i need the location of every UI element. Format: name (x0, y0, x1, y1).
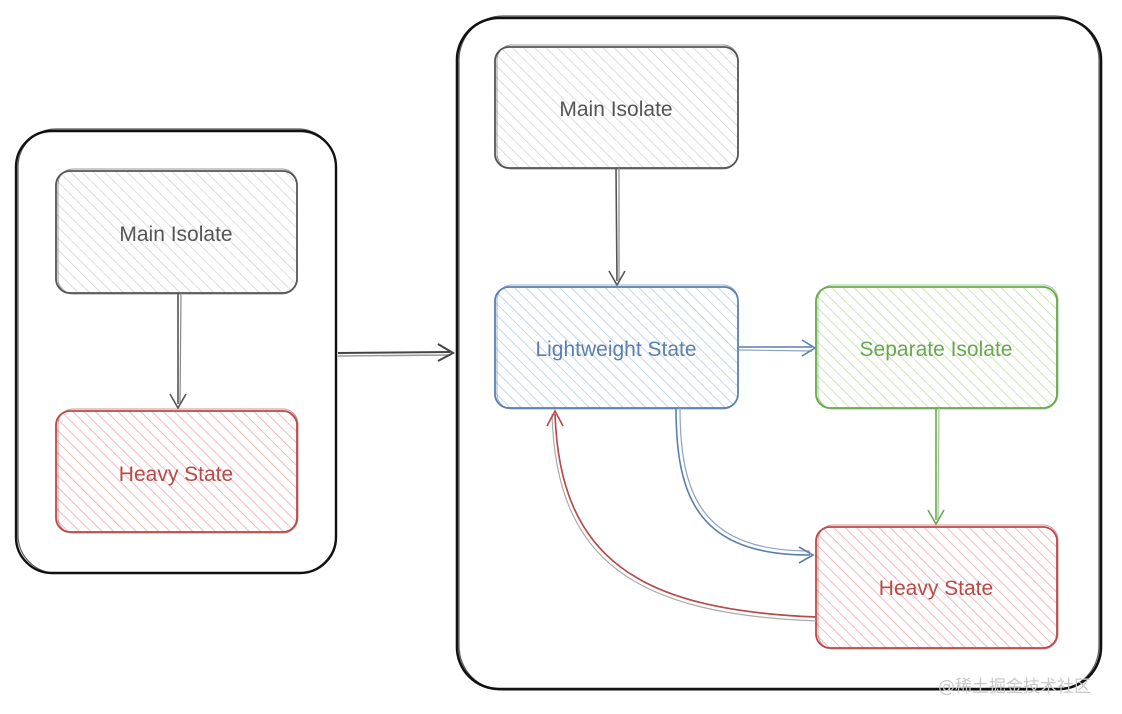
arrow-separate-to-heavy (927, 407, 945, 526)
left-main-isolate-label: Main Isolate (119, 223, 232, 246)
left-main-isolate-node: Main Isolate (55, 168, 298, 295)
lightweight-state-node: Lightweight State (494, 284, 739, 410)
right-main-isolate-label: Main Isolate (559, 98, 672, 121)
right-heavy-state-node: Heavy State (815, 524, 1059, 650)
right-panel: Main Isolate Lightweight State (455, 15, 1103, 691)
arrow-heavy-to-lightweight (546, 409, 817, 622)
arrow-lightweight-to-heavy (675, 407, 815, 564)
left-panel: Main Isolate Heavy State (14, 128, 338, 575)
separate-isolate-node: Separate Isolate (815, 284, 1059, 410)
lightweight-state-label: Lightweight State (535, 338, 696, 361)
right-heavy-state-label: Heavy State (879, 577, 993, 600)
right-main-isolate-node: Main Isolate (494, 44, 739, 170)
transition-arrow (337, 343, 456, 362)
watermark-text: @稀土掘金技术社区 (938, 677, 1091, 697)
left-heavy-state-label: Heavy State (119, 463, 233, 486)
right-panel-frame (455, 16, 1103, 691)
left-arrow-main-to-heavy (169, 292, 187, 410)
arrow-lightweight-to-separate (738, 339, 817, 357)
right-arrow-main-to-lightweight (608, 167, 626, 287)
separate-isolate-label: Separate Isolate (860, 338, 1013, 361)
left-heavy-state-node: Heavy State (55, 408, 299, 534)
